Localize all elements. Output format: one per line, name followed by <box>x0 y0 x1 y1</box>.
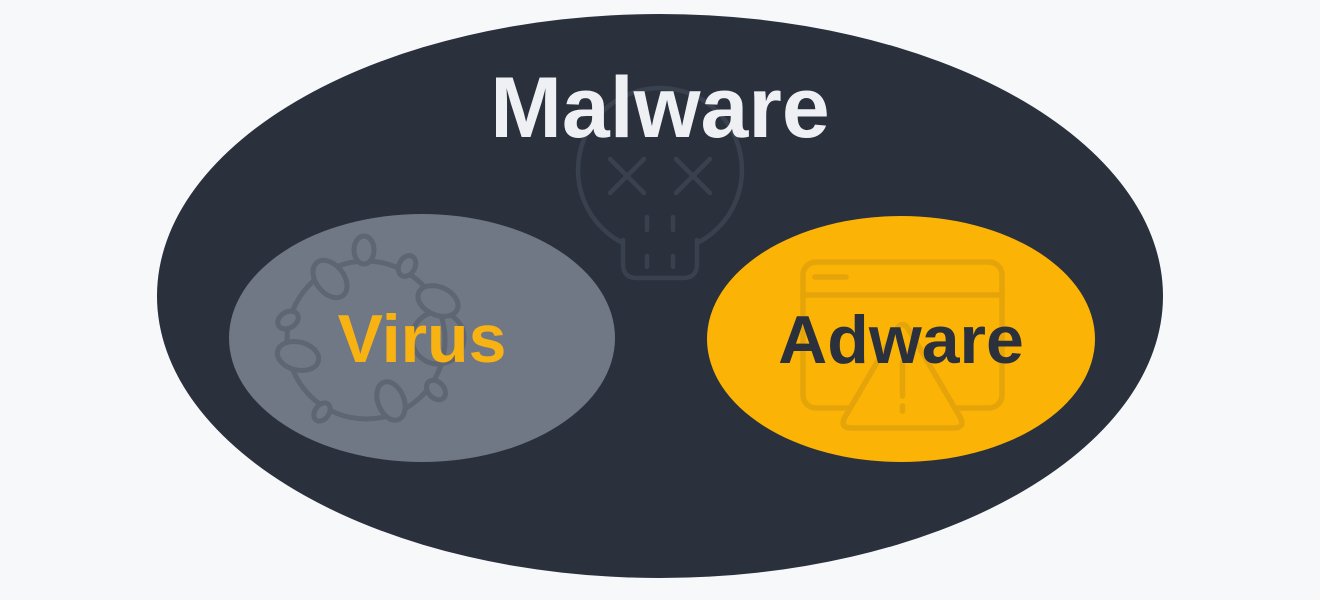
virus-label: Virus <box>338 301 507 377</box>
skull-jaw <box>620 237 700 281</box>
skull-right-eye-x <box>673 156 713 196</box>
virus-germ-icon <box>274 233 467 424</box>
malware-label: Malware <box>490 60 829 156</box>
skull-left-eye-x <box>607 156 647 196</box>
adware-label: Adware <box>778 302 1024 378</box>
skull-icon <box>575 85 745 281</box>
skull-teeth-dashes <box>644 253 676 270</box>
browser-ad-warning-icon <box>800 259 1005 431</box>
skull-nose-dashes <box>644 214 676 233</box>
